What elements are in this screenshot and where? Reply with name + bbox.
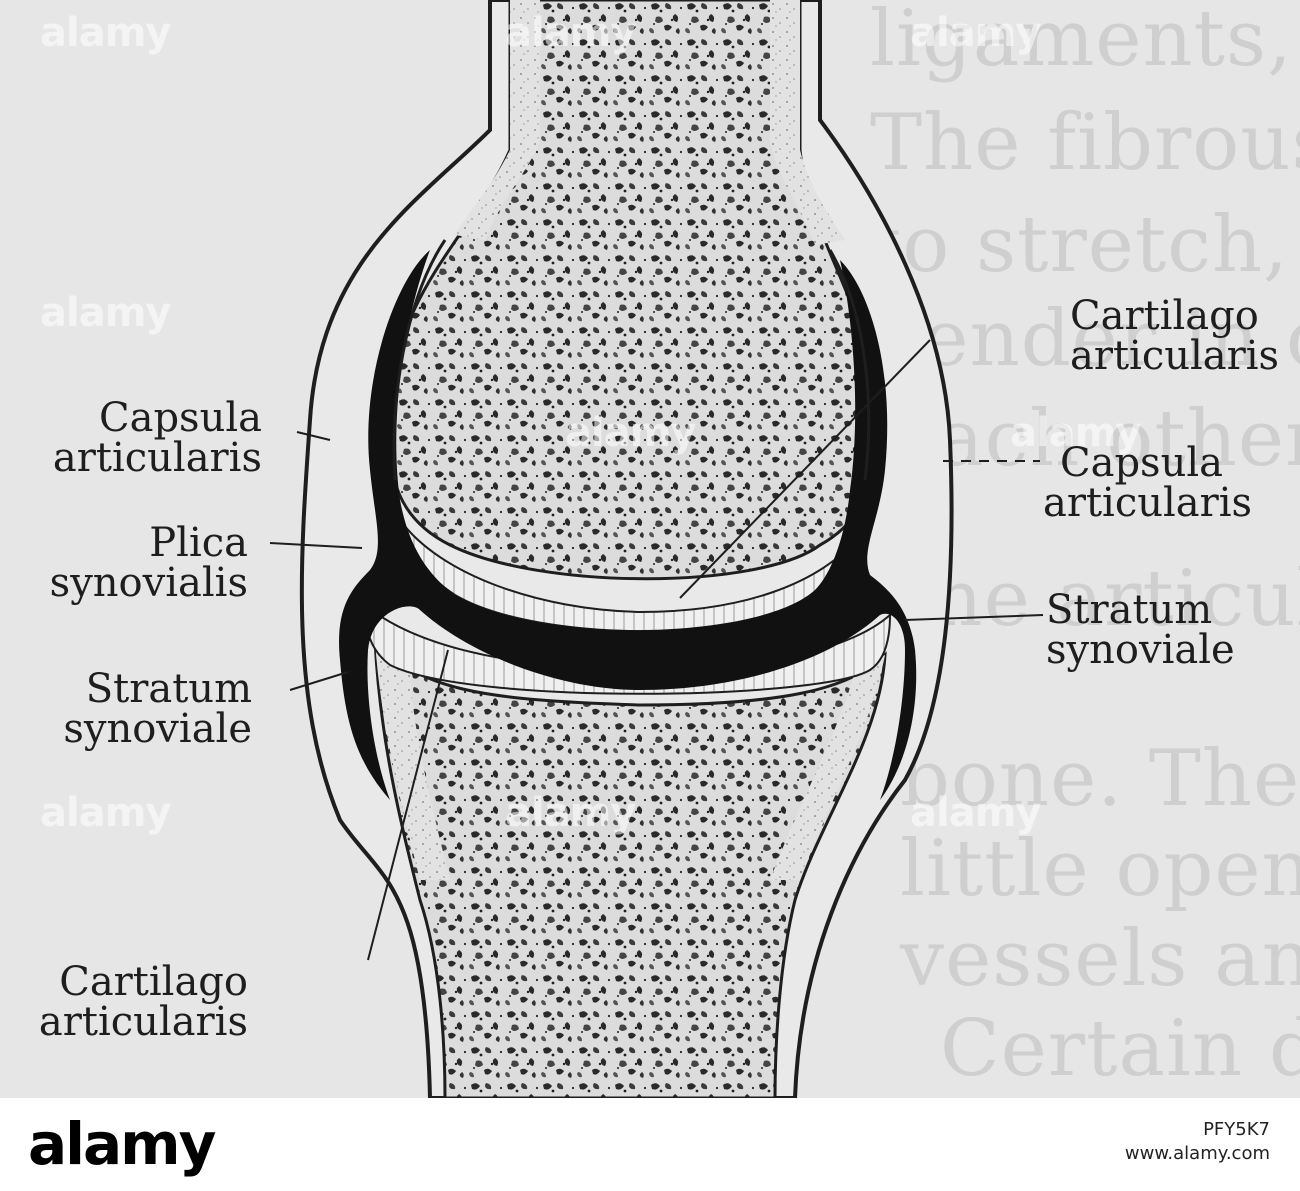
illustration-plate: ligaments, although still re The fibrous… bbox=[0, 0, 1300, 1098]
bg-text-line: each other. bbox=[890, 394, 1300, 484]
watermark: alamy bbox=[910, 790, 1041, 836]
bg-text-line: vessels and nerves bbox=[900, 914, 1300, 1004]
watermark: alamy bbox=[505, 10, 636, 56]
stock-footer: alamy PFY5K7 www.alamy.com bbox=[0, 1098, 1300, 1191]
pointer-cartilago-left bbox=[367, 649, 449, 961]
bg-text-line: to stretch, and the capsule bbox=[870, 200, 1300, 290]
bg-text-line: bone. The capsule bbox=[900, 734, 1300, 824]
pointer-plica bbox=[269, 542, 363, 549]
watermark: alamy bbox=[40, 290, 171, 336]
lower-bone bbox=[373, 635, 887, 1098]
site-url: www.alamy.com bbox=[1124, 1143, 1270, 1164]
label-cartilago-articularis-left: Cartilago articularis bbox=[38, 959, 248, 1045]
watermark: alamy bbox=[1010, 410, 1141, 456]
watermark: alamy bbox=[505, 790, 636, 836]
watermark: alamy bbox=[40, 10, 171, 56]
watermark: alamy bbox=[910, 10, 1041, 56]
bg-text-line: The fibrous capsule is lined by bbox=[870, 98, 1300, 188]
label-plica-synovialis: Plica synovialis bbox=[49, 520, 248, 606]
joint-diagram bbox=[269, 0, 1044, 1098]
synovial-cavity bbox=[339, 250, 917, 800]
bg-text-line: ligaments, although still re bbox=[870, 0, 1300, 84]
image-id: PFY5K7 bbox=[1203, 1119, 1270, 1140]
bg-text-line: the articular cartilage bbox=[900, 554, 1300, 644]
watermark: alamy bbox=[40, 790, 171, 836]
footer-info: PFY5K7 www.alamy.com bbox=[1125, 1118, 1270, 1166]
pointer-stratum-left bbox=[289, 671, 349, 691]
bg-text-line: little open bbox=[900, 824, 1300, 914]
watermark: alamy bbox=[565, 410, 696, 456]
pointer-capsula-left bbox=[296, 431, 331, 441]
label-stratum-synoviale-left: Stratum synoviale bbox=[63, 666, 252, 752]
label-cartilago-articularis-right: Cartilago articularis bbox=[1070, 293, 1280, 379]
bg-text-line: tender in consequence of the bbox=[890, 294, 1300, 384]
pointer-cartilago-right bbox=[679, 339, 931, 599]
pointer-stratum-right bbox=[904, 614, 1044, 621]
label-stratum-synoviale-right: Stratum synoviale bbox=[1046, 587, 1235, 673]
label-capsula-articularis-left: Capsula articularis bbox=[52, 395, 262, 481]
alamy-logo: alamy bbox=[28, 1110, 216, 1178]
label-capsula-articularis-right: Capsula articularis bbox=[1043, 440, 1253, 526]
bg-text-line: Certain diarthroses bbox=[940, 1004, 1300, 1094]
